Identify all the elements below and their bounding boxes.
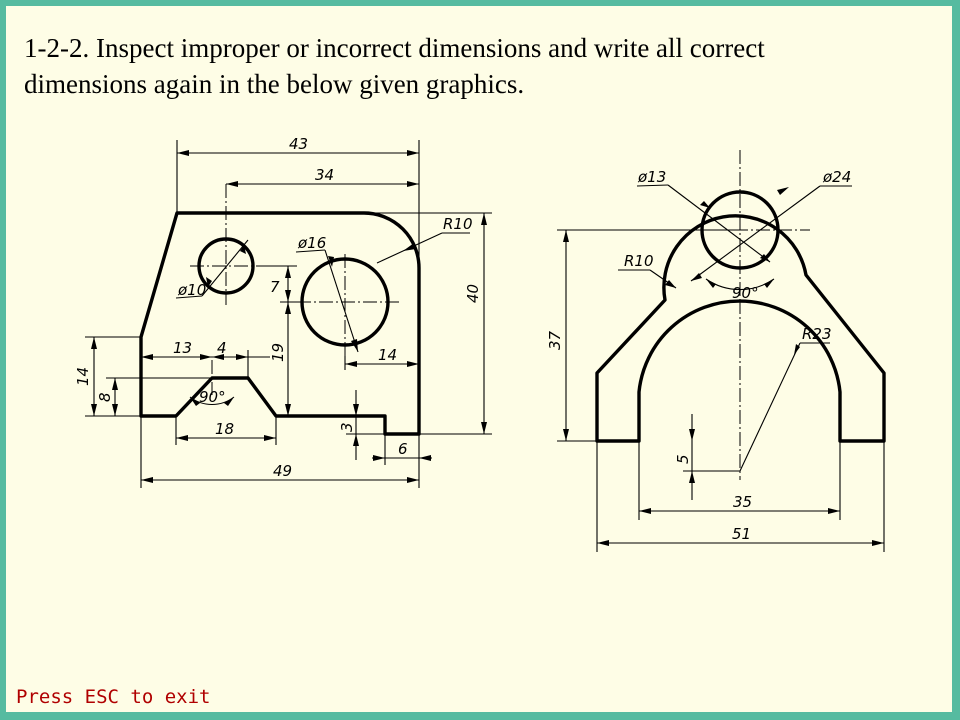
left-dim-4: 4 [217,339,227,357]
left-dim-6: 6 [398,440,408,458]
slide-title: 1-2-2. Inspect improper or incorrect dim… [24,30,924,102]
left-dim-r10: R10 [443,215,473,233]
right-dim-dia13: ø13 [637,168,666,186]
left-dim-dia10: ø10 [177,281,206,299]
left-part-outline [139,211,421,436]
left-dim-3: 3 [338,422,356,432]
left-dim-49: 49 [273,462,292,480]
right-dim-35: 35 [733,493,752,511]
left-dim-14-right: 14 [378,346,397,364]
left-dim-7: 7 [270,278,280,296]
right-dim-90: 90° [732,284,759,302]
left-dim-8: 8 [96,392,114,402]
right-dim-5: 5 [674,454,692,464]
slide-frame [6,6,952,712]
right-dim-r10: R10 [624,252,654,270]
left-dim-14-left: 14 [74,367,92,386]
title-line-1: 1-2-2. Inspect improper or incorrect dim… [24,33,765,63]
right-part-outline [595,214,886,443]
left-dim-90: 90° [199,388,226,406]
right-dim-51: 51 [732,525,751,543]
right-dim-dia24: ø24 [822,168,851,186]
right-dim-37: 37 [546,330,564,350]
left-dim-19: 19 [269,343,287,362]
esc-hint: Press ESC to exit [16,686,211,708]
right-dim-r23: R23 [802,325,832,343]
left-dim-40: 40 [464,284,482,303]
left-part: 43 34 R10 ø16 ø10 [74,135,492,488]
left-dim-13: 13 [173,339,192,357]
left-dim-dia16: ø16 [297,234,326,252]
title-line-2: dimensions again in the below given grap… [24,69,525,99]
left-dim-43: 43 [289,135,308,153]
left-dim-34: 34 [315,166,334,184]
left-dim-18: 18 [215,420,234,438]
right-part: ø13 ø24 R10 90° 37 [546,150,886,552]
